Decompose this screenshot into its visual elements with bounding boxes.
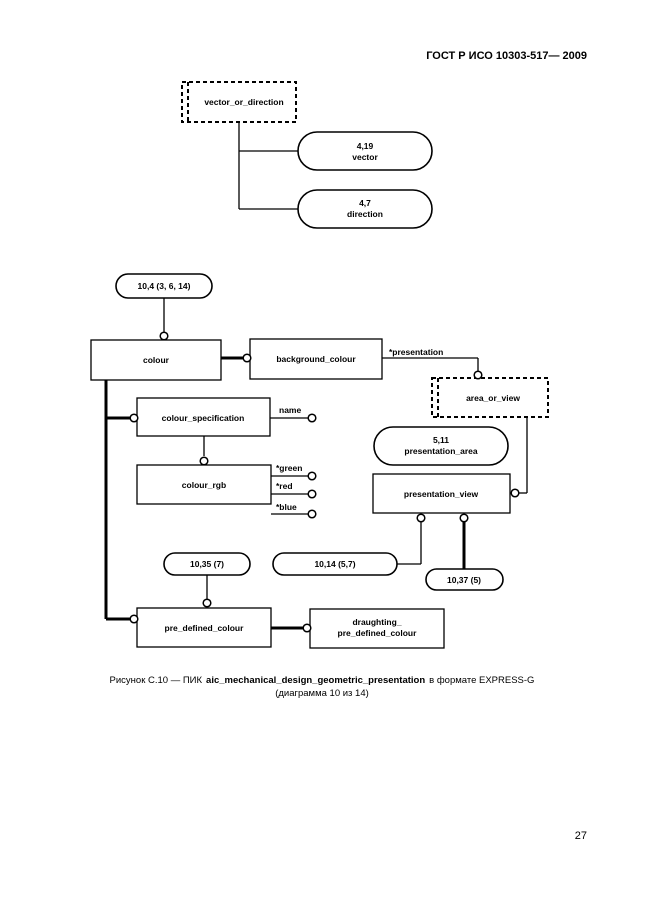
entity-label-area-or-view: area_or_view	[466, 393, 520, 403]
attr-label-presentation: *presentation	[389, 347, 443, 357]
entity-label-vector-or-direction: vector_or_direction	[204, 97, 283, 107]
page-number: 27	[575, 830, 587, 842]
entity-label-colour-specification: colour_specification	[162, 413, 245, 423]
entity-box-colour	[90, 339, 222, 381]
ref-label-10-37: 10,37 (5)	[447, 575, 481, 585]
ref-label-10-35: 10,35 (7)	[190, 559, 224, 569]
caption-schema: aic_mechanical_design_geometric_presenta…	[206, 675, 425, 686]
attr-label-red: *red	[276, 481, 293, 491]
figure-caption-line2: (диаграмма 10 из 14)	[275, 688, 369, 699]
entity-label-colour-rgb: colour_rgb	[182, 480, 226, 490]
entity-label-pre-defined-colour: pre_defined_colour	[165, 623, 245, 633]
ref-name-vector: vector	[352, 152, 378, 162]
ref-box-presentation-area	[373, 426, 509, 466]
caption-suffix: в формате EXPRESS-G	[429, 675, 534, 686]
entity-label-background-colour: background_colour	[276, 354, 356, 364]
entity-label-draughting-line2: pre_defined_colour	[338, 628, 418, 638]
ref-label-10-14: 10,14 (5,7)	[314, 559, 355, 569]
entity-label-colour: colour	[143, 355, 170, 365]
caption-prefix: Рисунок С.10 — ПИК	[110, 675, 203, 686]
ref-num-presentation-area: 5,11	[433, 435, 449, 445]
entity-label-draughting-line1: draughting_	[352, 617, 401, 627]
ref-box-vector	[297, 131, 433, 171]
entity-label-presentation-view: presentation_view	[404, 489, 479, 499]
diagram-vector-or-direction	[181, 81, 433, 229]
entity-box-presentation-view	[372, 473, 511, 514]
ref-box-direction	[297, 189, 433, 229]
select-box-area-or-view	[431, 377, 549, 418]
attr-label-green: *green	[276, 463, 302, 473]
ref-num-vector: 4,19	[357, 141, 374, 151]
attr-label-name: name	[279, 405, 301, 415]
diagram-colour	[90, 273, 549, 649]
standard-header: ГОСТ Р ИСО 10303-517— 2009	[426, 50, 587, 62]
ref-box-10-37	[425, 568, 504, 591]
ref-num-direction: 4,7	[359, 198, 371, 208]
attr-label-blue: *blue	[276, 502, 297, 512]
ref-name-direction: direction	[347, 209, 383, 219]
ref-name-presentation-area: presentation_area	[404, 446, 477, 456]
relationship-circles	[129, 331, 520, 633]
ref-label-10-4: 10,4 (3, 6, 14)	[138, 281, 191, 291]
